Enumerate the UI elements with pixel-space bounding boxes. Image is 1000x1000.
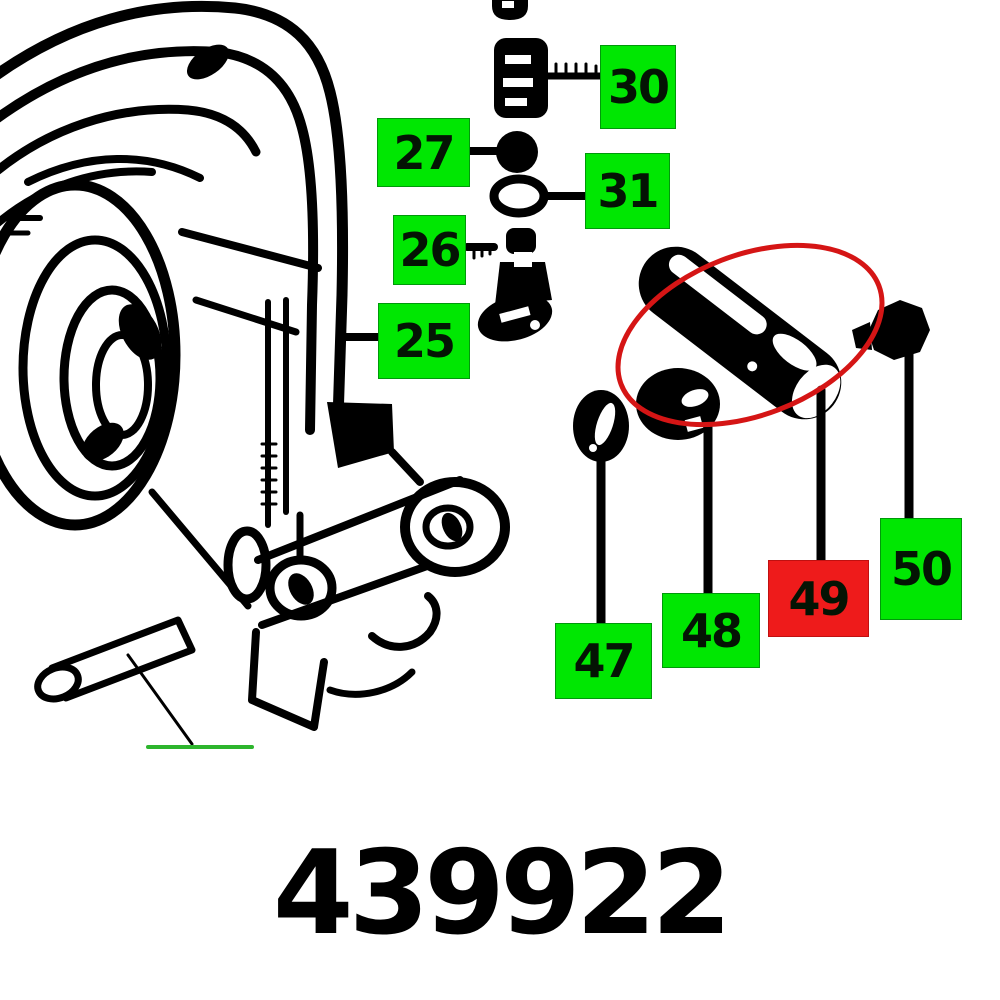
washer-part-31 (489, 174, 549, 218)
leader-lines (340, 62, 914, 635)
screw-part-top (492, 0, 528, 20)
gear-housing (0, 155, 252, 610)
ball-knob-part-27 (496, 131, 538, 173)
callout-box-27[interactable]: 27 (377, 118, 470, 187)
clamp-bracket (223, 448, 510, 731)
screw-part-30 (494, 38, 548, 118)
pin-part (34, 616, 254, 749)
bolt-part-26 (477, 228, 553, 342)
part-number: 439922 (272, 826, 732, 961)
callout-box-26[interactable]: 26 (393, 215, 466, 285)
machine-arm (0, 0, 394, 528)
screw-part-50 (852, 300, 930, 360)
callout-box-49-highlighted[interactable]: 49 (768, 560, 869, 637)
callout-box-47[interactable]: 47 (555, 623, 652, 699)
highlight-ellipse (615, 242, 885, 428)
callout-box-30[interactable]: 30 (600, 45, 676, 129)
callout-box-50[interactable]: 50 (880, 518, 962, 620)
callout-box-31[interactable]: 31 (585, 153, 670, 229)
bushing-part-47 (573, 390, 629, 462)
callout-box-48[interactable]: 48 (662, 593, 760, 668)
callout-box-25[interactable]: 25 (378, 303, 470, 379)
